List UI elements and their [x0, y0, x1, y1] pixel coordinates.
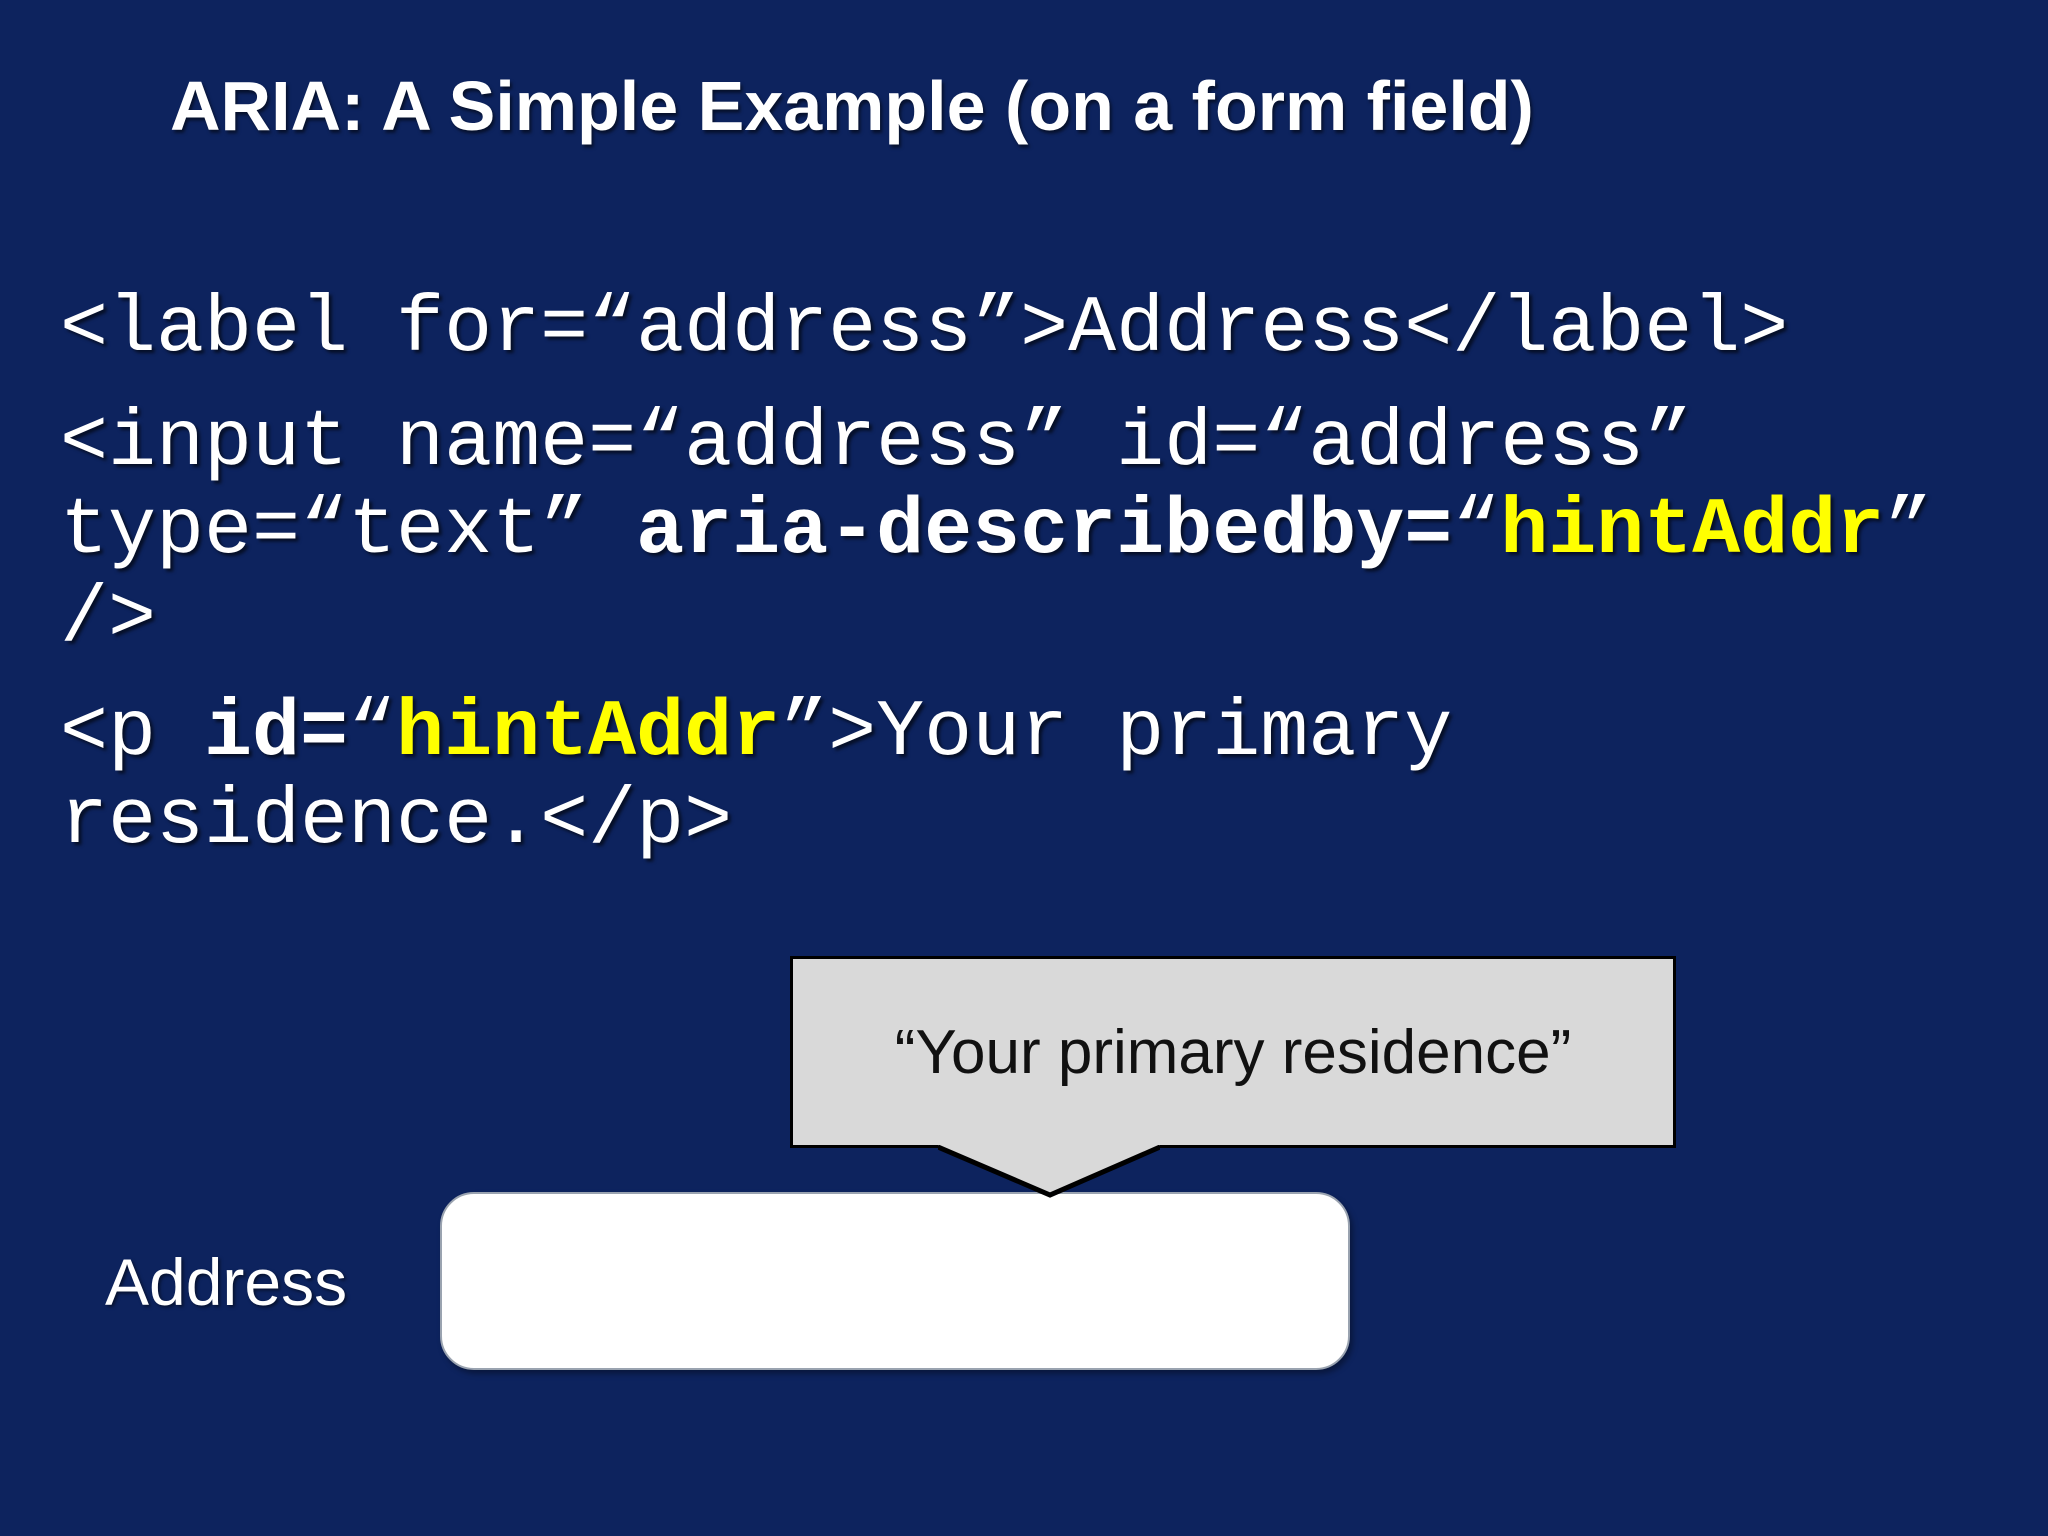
address-label: Address — [105, 1245, 348, 1319]
slide-title: ARIA: A Simple Example (on a form field) — [170, 67, 1534, 145]
address-input[interactable] — [440, 1192, 1350, 1370]
code-segment: <p — [60, 688, 205, 779]
code-segment: ”>Your primary — [780, 688, 1453, 779]
code-segment: aria-describedby= — [636, 486, 1453, 577]
code-line: <label for=“address”>Address</label> — [60, 286, 2020, 374]
code-segment: id= — [204, 688, 349, 779]
tooltip-callout: “Your primary residence” — [790, 956, 1676, 1148]
code-segment: “ — [1452, 486, 1501, 577]
code-segment: <input name=“address” id=“address” — [60, 398, 1693, 489]
code-segment: “ — [348, 688, 397, 779]
code-segment: hintAddr — [396, 688, 781, 779]
code-segment: type=“text” — [60, 486, 637, 577]
code-segment: <label for=“address”>Address</label> — [60, 284, 1789, 375]
tooltip-text: “Your primary residence” — [894, 1017, 1572, 1087]
code-segment: ” — [1884, 486, 1933, 577]
code-line: type=“text” aria-describedby=“hintAddr” — [60, 488, 2020, 576]
code-line: <p id=“hintAddr”>Your primary — [60, 690, 2020, 778]
callout-down-pointer-icon — [938, 1145, 1160, 1198]
code-block: <label for=“address”>Address</label> <inp… — [60, 286, 2020, 866]
code-line: <input name=“address” id=“address” — [60, 400, 2020, 488]
code-segment: hintAddr — [1500, 486, 1885, 577]
code-segment: residence.</p> — [60, 776, 733, 867]
code-line: residence.</p> — [60, 778, 2020, 866]
code-segment: /> — [60, 574, 157, 665]
code-line: /> — [60, 576, 2020, 664]
